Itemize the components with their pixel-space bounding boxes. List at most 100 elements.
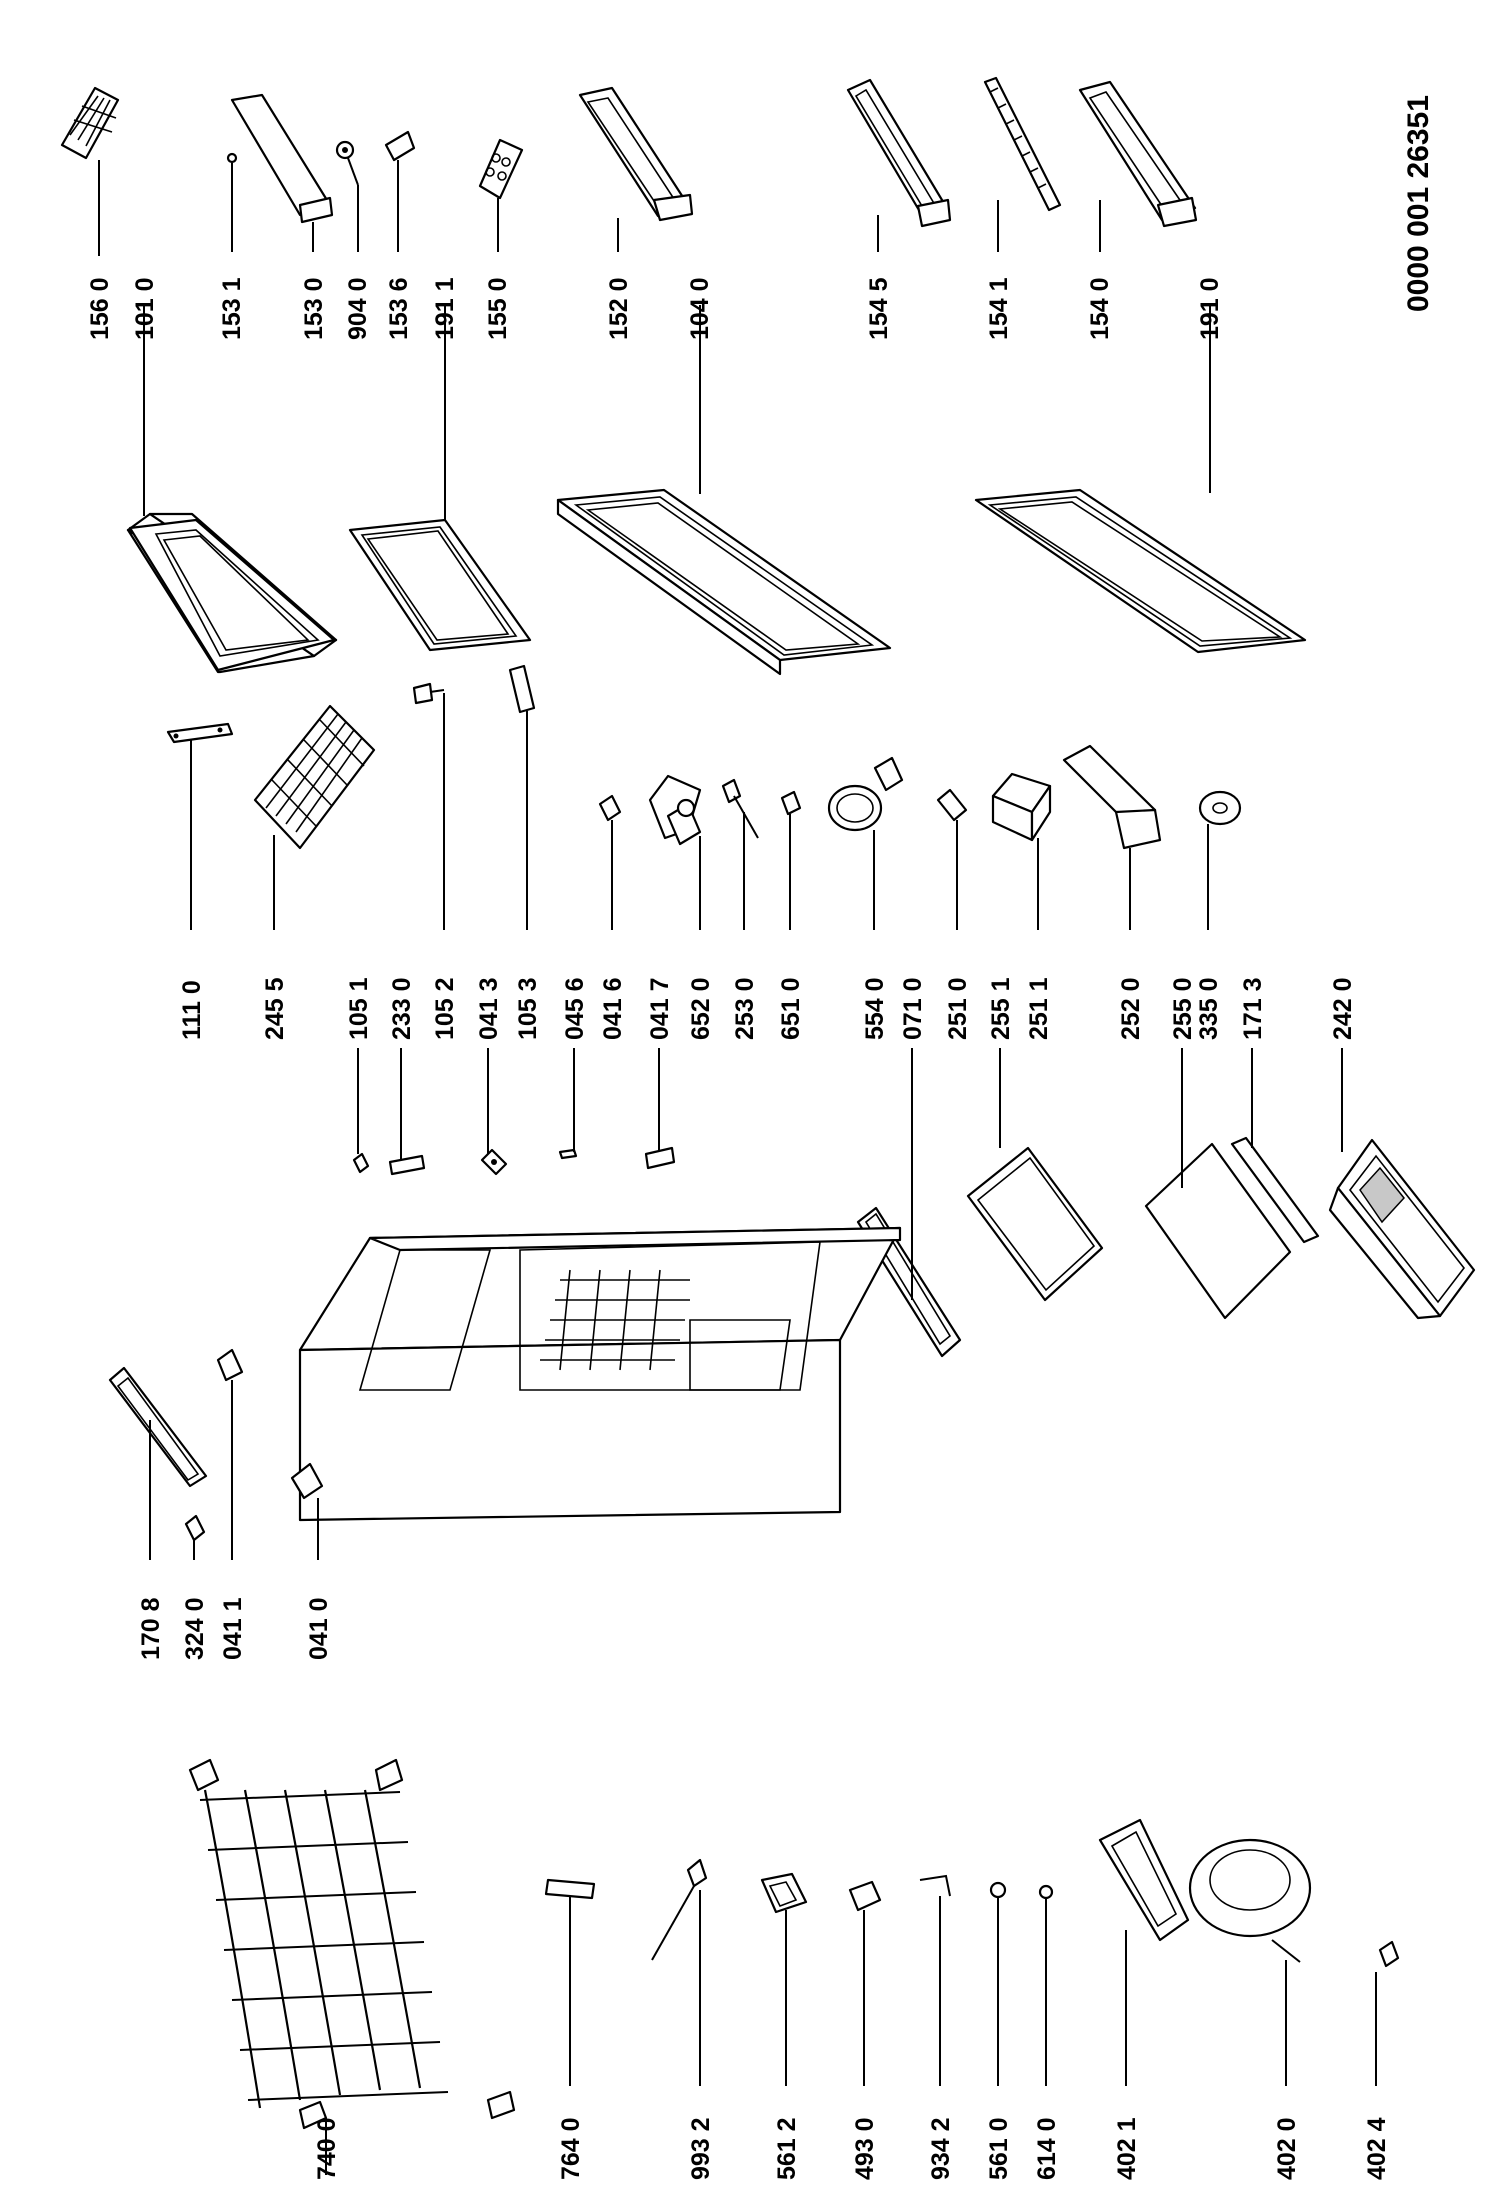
label-041-6: 041 6 bbox=[599, 977, 627, 1040]
label-155-0: 155 0 bbox=[484, 277, 512, 340]
document-number: 0000 001 26351 bbox=[1402, 95, 1435, 312]
label-101-0: 101 0 bbox=[131, 277, 159, 340]
part-041-1-hinge bbox=[216, 1348, 244, 1382]
part-561-0-clip bbox=[989, 1881, 1007, 1899]
label-324-0: 324 0 bbox=[181, 1597, 209, 1660]
part-041-0-hinge bbox=[290, 1462, 324, 1500]
part-045-6-pin bbox=[558, 1148, 578, 1160]
part-155-0-egg-tray bbox=[478, 138, 524, 200]
part-156-0-ice-tray bbox=[60, 86, 120, 160]
label-561-2: 561 2 bbox=[773, 2117, 801, 2180]
part-154-0-balcony bbox=[1078, 80, 1198, 228]
label-041-1: 041 1 bbox=[219, 1597, 247, 1660]
part-cabinet bbox=[298, 1226, 902, 1522]
part-934-2-cable bbox=[919, 1874, 951, 1897]
label-104-0: 104 0 bbox=[686, 277, 714, 340]
label-740-0: 740 0 bbox=[313, 2117, 341, 2180]
part-614-0-grommet bbox=[1038, 1884, 1054, 1900]
part-651-0-lamp bbox=[780, 790, 802, 816]
label-993-2: 993 2 bbox=[687, 2117, 715, 2180]
part-105-2-bracket bbox=[412, 682, 445, 705]
label-156-0: 156 0 bbox=[86, 277, 114, 340]
label-255-1: 255 1 bbox=[987, 977, 1015, 1040]
part-402-4-damper bbox=[1378, 1940, 1400, 1968]
part-labels: 156 0 101 0 153 1 153 0 904 0 153 6 191 … bbox=[86, 277, 1391, 2180]
label-154-5: 154 5 bbox=[865, 277, 893, 340]
part-252-0-cover bbox=[1062, 744, 1162, 850]
part-171-3-trim bbox=[1230, 1136, 1320, 1244]
label-171-3: 171 3 bbox=[1239, 977, 1267, 1040]
part-324-0-clip bbox=[184, 1514, 206, 1542]
label-041-3: 041 3 bbox=[475, 977, 503, 1040]
label-614-0: 614 0 bbox=[1033, 2117, 1061, 2180]
label-335-0: 335 0 bbox=[1195, 977, 1223, 1040]
part-105-1-screw bbox=[352, 1152, 370, 1174]
label-233-0: 233 0 bbox=[388, 977, 416, 1040]
label-152-0: 152 0 bbox=[605, 277, 633, 340]
part-152-0-door-balcony bbox=[578, 86, 694, 222]
part-402-1-bracket bbox=[1098, 1818, 1190, 1942]
label-153-6: 153 6 bbox=[385, 277, 413, 340]
part-245-5-grid-shelf bbox=[253, 704, 376, 850]
part-242-0-crisper-drawer bbox=[1328, 1138, 1476, 1320]
label-245-5: 245 5 bbox=[261, 977, 289, 1040]
part-493-0-capacitor bbox=[848, 1880, 882, 1912]
label-041-0: 041 0 bbox=[305, 1597, 333, 1660]
part-251-0-lamp-cover bbox=[936, 788, 968, 822]
part-154-5-balcony bbox=[846, 78, 952, 228]
part-153-0-tray bbox=[226, 93, 334, 224]
label-402-4: 402 4 bbox=[1363, 2117, 1391, 2180]
part-104-0-door bbox=[556, 488, 892, 676]
label-652-0: 652 0 bbox=[687, 977, 715, 1040]
label-105-1: 105 1 bbox=[345, 977, 373, 1040]
part-993-2-sensor bbox=[651, 1858, 708, 1961]
label-153-0: 153 0 bbox=[300, 277, 328, 340]
part-191-0-gasket bbox=[974, 488, 1307, 654]
label-651-0: 651 0 bbox=[777, 977, 805, 1040]
label-251-0: 251 0 bbox=[944, 977, 972, 1040]
part-101-0-door bbox=[126, 512, 338, 674]
part-154-1-bottle-guard bbox=[983, 76, 1062, 212]
part-251-1-control-box bbox=[991, 772, 1052, 842]
label-071-0: 071 0 bbox=[899, 977, 927, 1040]
label-255-0: 255 0 bbox=[1169, 977, 1197, 1040]
part-740-0-condenser bbox=[188, 1758, 516, 2130]
part-764-0-filter-drier bbox=[544, 1878, 596, 1900]
label-153-1: 153 1 bbox=[218, 277, 246, 340]
part-153-6-bracket bbox=[384, 130, 416, 162]
label-041-7: 041 7 bbox=[646, 977, 674, 1040]
label-242-0: 242 0 bbox=[1329, 977, 1357, 1040]
label-934-2: 934 2 bbox=[927, 2117, 955, 2180]
part-041-7-plate bbox=[644, 1146, 676, 1170]
label-554-0: 554 0 bbox=[861, 977, 889, 1040]
label-105-2: 105 2 bbox=[431, 977, 459, 1040]
part-253-0-rod bbox=[721, 778, 759, 839]
label-251-1: 251 1 bbox=[1025, 977, 1053, 1040]
label-402-0: 402 0 bbox=[1273, 2117, 1301, 2180]
label-154-1: 154 1 bbox=[985, 277, 1013, 340]
part-561-2-relay bbox=[760, 1872, 808, 1914]
label-253-0: 253 0 bbox=[731, 977, 759, 1040]
label-402-1: 402 1 bbox=[1113, 2117, 1141, 2180]
label-105-3: 105 3 bbox=[514, 977, 542, 1040]
label-493-0: 493 0 bbox=[851, 2117, 879, 2180]
part-105-3-hinge-cover bbox=[508, 664, 536, 714]
part-904-0-knob bbox=[335, 140, 359, 186]
label-191-1: 191 1 bbox=[431, 277, 459, 340]
part-652-0-thermostat bbox=[648, 774, 702, 846]
label-764-0: 764 0 bbox=[557, 2117, 585, 2180]
label-111-0: 111 0 bbox=[178, 980, 206, 1040]
part-255-1-shelf bbox=[966, 1048, 1104, 1302]
part-041-3-hinge bbox=[480, 1148, 508, 1176]
part-335-0-knob bbox=[1198, 790, 1242, 826]
label-904-0: 904 0 bbox=[344, 277, 372, 340]
part-191-1-gasket bbox=[348, 518, 532, 652]
part-554-0-fan bbox=[827, 756, 904, 832]
label-561-0: 561 0 bbox=[985, 2117, 1013, 2180]
part-233-0-plate bbox=[388, 1154, 426, 1176]
label-170-8: 170 8 bbox=[137, 1597, 165, 1660]
part-041-6-hinge bbox=[598, 794, 622, 822]
part-402-0-compressor bbox=[1188, 1838, 1312, 1963]
label-154-0: 154 0 bbox=[1086, 277, 1114, 340]
